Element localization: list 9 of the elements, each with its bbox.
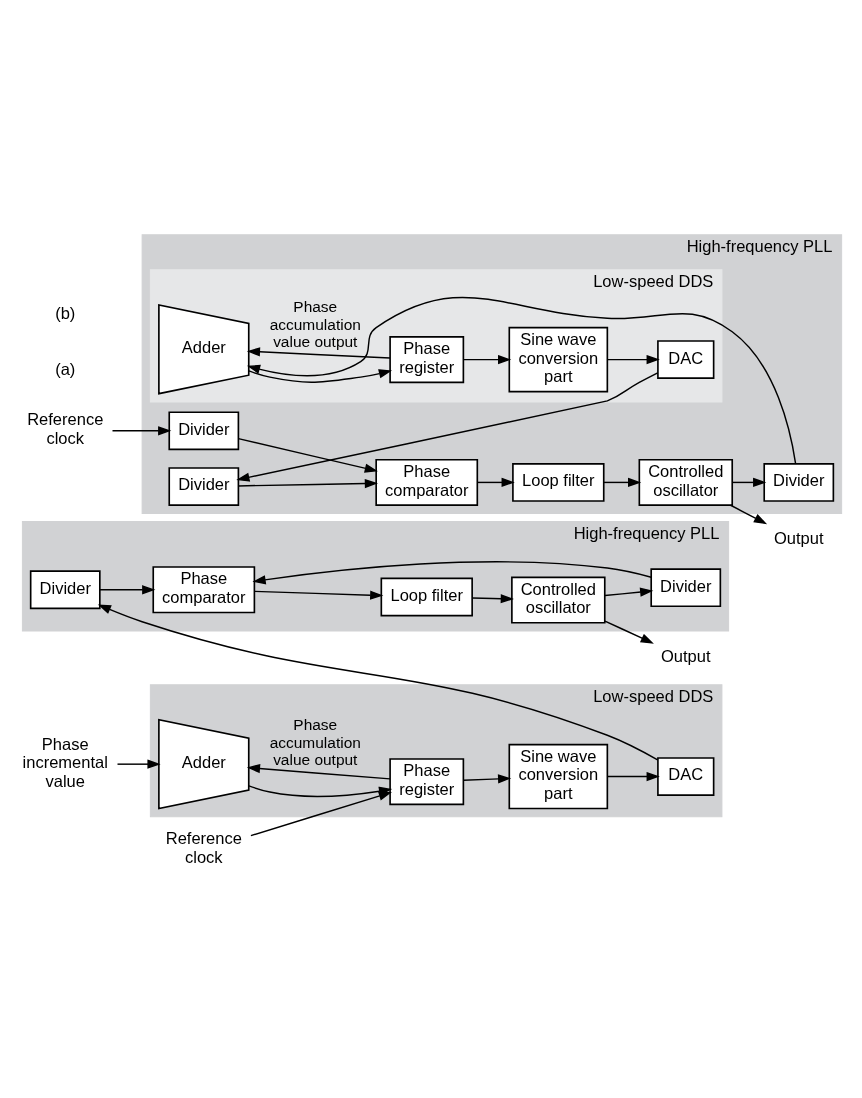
- node-text: Phase incremental value: [22, 734, 108, 790]
- node-text: Output: [773, 528, 824, 547]
- edge-label: Phase accumulation value output: [269, 297, 361, 350]
- label: (a): [54, 359, 75, 378]
- node-text: Output: [660, 646, 711, 665]
- label: (b): [54, 303, 75, 322]
- node-text: Reference clock: [26, 409, 103, 447]
- edge-label: Phase accumulation value output: [269, 715, 361, 768]
- node-text: Reference clock: [165, 828, 242, 866]
